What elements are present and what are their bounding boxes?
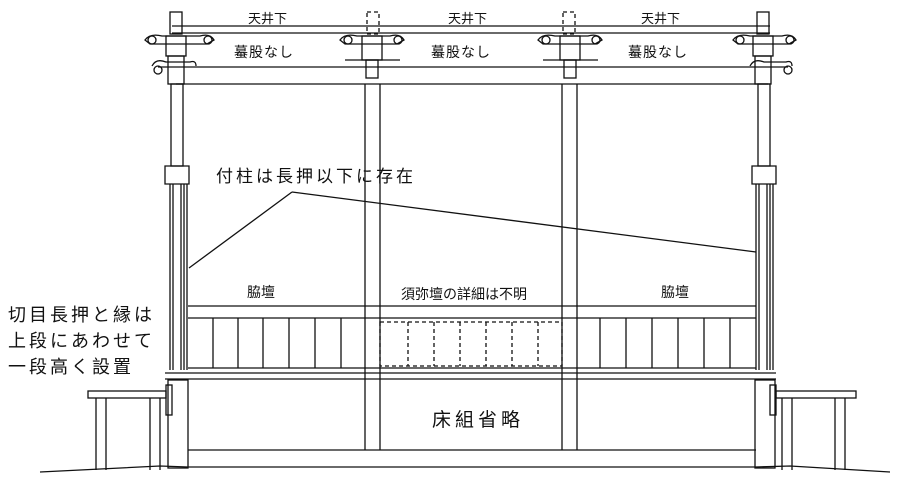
post-cap-mid1 [366, 11, 380, 35]
post-cap-mid2 [562, 11, 576, 35]
post-left [164, 83, 190, 370]
leader-right [291, 191, 757, 253]
base-right [754, 379, 776, 469]
ceiling-label-mid: 天井下 [448, 12, 488, 27]
panels-right [599, 318, 731, 368]
bracket-mid2 [537, 34, 603, 79]
post-cap-right [756, 11, 770, 35]
shumidan-dashed [379, 321, 563, 367]
kaerumata-label-left: 蟇股なし [234, 45, 294, 61]
ceiling-label-left: 天井下 [248, 12, 288, 27]
side-note-line1: 切目長押と縁は [8, 305, 155, 326]
kaerumata-label-mid: 蟇股なし [431, 45, 491, 61]
bracket-right [732, 34, 797, 85]
shumidan-note: 須弥壇の詳細は不明 [401, 287, 527, 303]
panels-left [212, 318, 342, 368]
base-left [167, 379, 189, 469]
floor-note: 床組省略 [432, 409, 525, 431]
tsukebashira-note: 付柱は長押以下に存在 [216, 167, 416, 187]
side-note: 切目長押と縁は 上段にあわせて 一段高く設置 [8, 303, 155, 381]
bracket-left [144, 34, 215, 85]
veranda-right [769, 384, 857, 470]
wakikabe-label-left: 脇壇 [247, 285, 275, 301]
ground-line-right [754, 465, 891, 473]
wakikabe-label-right: 脇壇 [661, 285, 689, 301]
veranda-left [87, 384, 173, 470]
post-cap-left [169, 11, 183, 35]
side-note-line3: 一段高く設置 [8, 357, 134, 378]
side-note-line2: 上段にあわせて [8, 331, 155, 352]
post-right [751, 83, 777, 370]
bracket-mid1 [339, 34, 405, 79]
leader-left [188, 191, 293, 269]
kaerumata-label-right: 蟇股なし [628, 45, 688, 61]
ground-line-left [39, 465, 189, 473]
ceiling-label-right: 天井下 [641, 12, 681, 27]
